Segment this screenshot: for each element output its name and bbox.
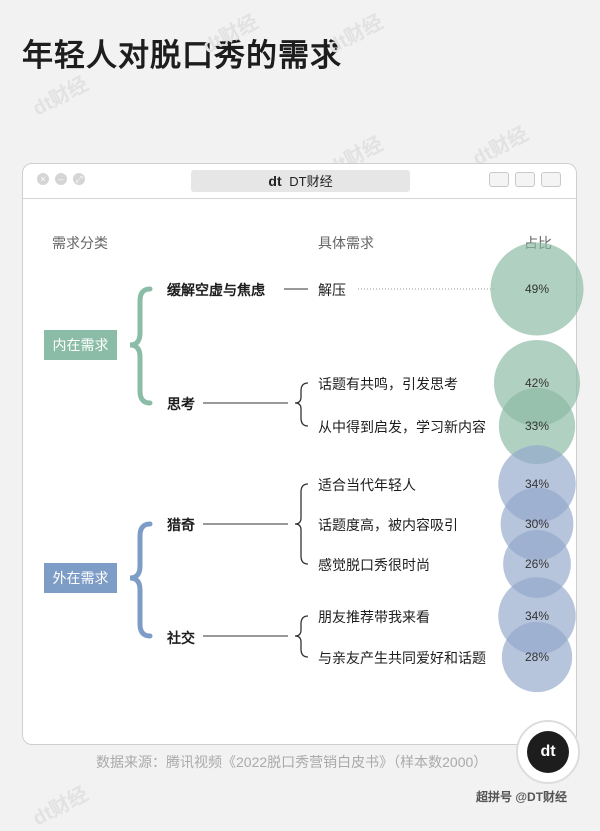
need-label: 从中得到启发，学习新内容 [318, 419, 486, 435]
bubble-mark [501, 621, 573, 693]
category-label: 社交 [167, 630, 195, 646]
category-brace [294, 483, 309, 565]
window-title: DT财经 [289, 174, 333, 189]
need-label: 朋友推荐带我来看 [318, 609, 430, 625]
close-icon[interactable]: × [37, 173, 49, 185]
maximize-icon[interactable]: ⤢ [73, 173, 85, 185]
browser-window: × – ⤢ dt DT财经 [22, 163, 577, 745]
dt-logo-icon: dt [527, 731, 569, 773]
window-titlebar: × – ⤢ dt DT财经 [23, 164, 576, 199]
page-title: 年轻人对脱口秀的需求 [22, 38, 342, 73]
need-label: 解压 [318, 282, 346, 298]
needs-chart: 49% 42% 33% 34% 30% 26% 34% 28% [129, 242, 584, 693]
bubble-mark [490, 242, 584, 336]
header-category: 需求分类 [52, 235, 108, 251]
bubble-value-label: 30% [525, 517, 549, 531]
record-icon[interactable] [489, 172, 509, 187]
bubble-value-label: 49% [525, 282, 549, 296]
data-source: 数据来源：腾讯视频《2022脱口秀营销白皮书》（样本数2000） [96, 754, 488, 770]
group-box-inner: 内在需求 [44, 330, 117, 360]
group-brace [129, 286, 153, 406]
category-label: 思考 [167, 396, 195, 412]
upload-icon[interactable] [515, 172, 535, 187]
bubble-value-label: 42% [525, 376, 549, 390]
category-brace [294, 615, 309, 658]
need-label: 话题有共鸣，引发思考 [318, 376, 458, 392]
bubble-value-label: 34% [525, 609, 549, 623]
dt-logo-icon: dt [268, 173, 282, 189]
brand-seal: dt [516, 720, 580, 784]
need-label: 话题度高，被内容吸引 [318, 517, 458, 533]
bubble-value-label: 34% [525, 477, 549, 491]
category-brace [294, 382, 309, 427]
bubble-value-label: 33% [525, 419, 549, 433]
group-box-outer: 外在需求 [44, 563, 117, 593]
bubble-mark [498, 387, 576, 465]
need-label: 适合当代年轻人 [318, 477, 416, 493]
bubble-mark [503, 530, 571, 598]
bubble-value-label: 26% [525, 557, 549, 571]
header-specific: 具体需求 [318, 235, 374, 251]
credit: 超拼号 @DT财经 [476, 790, 568, 804]
category-label: 猎奇 [167, 517, 195, 533]
category-label: 缓解空虚与焦虑 [167, 282, 265, 298]
address-bar[interactable]: dt DT财经 [191, 170, 410, 192]
bubble-value-label: 28% [525, 650, 549, 664]
group-brace [129, 521, 153, 639]
minimize-icon[interactable]: – [55, 173, 67, 185]
window-icon[interactable] [541, 172, 561, 187]
need-label: 与亲友产生共同爱好和话题 [318, 650, 486, 666]
need-label: 感觉脱口秀很时尚 [318, 557, 430, 573]
